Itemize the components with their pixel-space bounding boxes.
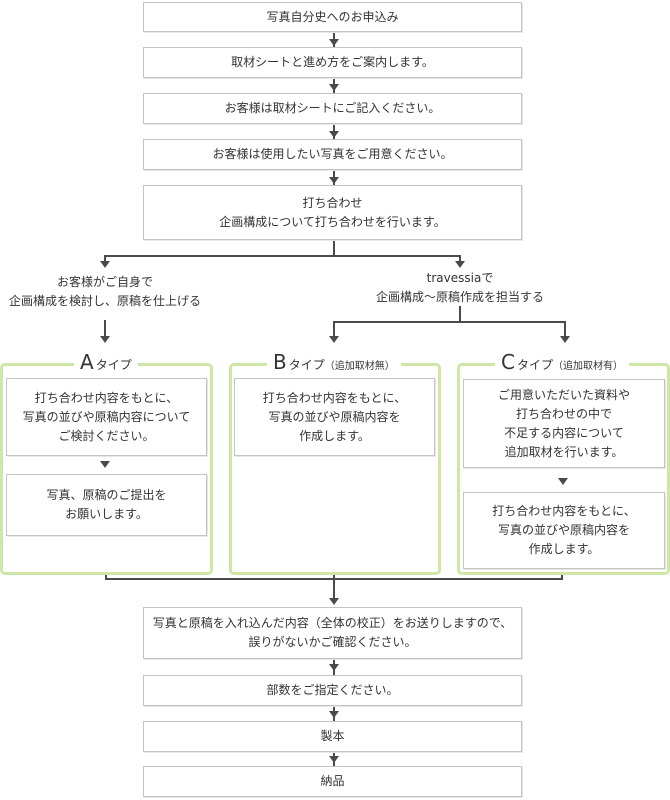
connector-b-drop (333, 321, 335, 340)
branch-label-self: お客様がご自身で 企画構成を検討し、原稿を仕上げる (5, 273, 205, 311)
branch-text: お客様がご自身で (56, 275, 153, 289)
connector-a-drop (104, 320, 106, 340)
arrow-down-icon (329, 84, 339, 91)
step-text: 部数をご指定ください。 (266, 683, 399, 697)
connector-c-drop (564, 321, 566, 340)
arrow-down-icon (329, 177, 339, 184)
panel-text: 打ち合わせ内容をもとに、 (34, 390, 179, 405)
panel-text: 不足する内容について (504, 425, 624, 440)
panel-b-label: B タイプ （追加取材無） (267, 350, 401, 374)
panel-text: 作成します。 (528, 542, 600, 556)
step-text: 製本 (320, 729, 345, 743)
panel-text: 打ち合わせ内容をもとに、 (492, 504, 636, 518)
branch-text: 企画構成を検討し、原稿を仕上げる (8, 294, 201, 308)
panel-text: ご検討ください。 (58, 428, 155, 443)
panel-text: ご用意いただいた資料や (497, 387, 630, 402)
arrow-down-icon (100, 261, 110, 268)
step-specify-copies: 部数をご指定ください。 (143, 675, 522, 706)
panel-text: お願いします。 (65, 507, 148, 521)
step-text: 打ち合わせ (302, 195, 363, 210)
arrow-down-icon (329, 131, 339, 138)
arrow-down-icon (329, 336, 339, 343)
connector-right-drop (459, 255, 461, 264)
step-binding: 製本 (143, 721, 522, 752)
panel-text: 写真の並びや原稿内容について (22, 409, 191, 424)
panel-c-additional-interview: ご用意いただいた資料や 打ち合わせの中で 不足する内容について 追加取材を行いま… (463, 379, 665, 468)
step-text: 写真自分史へのお申込み (266, 9, 399, 24)
connector-merge-horizontal (105, 578, 563, 580)
connector-bc-horizontal (333, 321, 566, 323)
panel-text: 写真の並びや原稿内容を (268, 409, 401, 424)
branch-text: travessiaで (426, 271, 494, 285)
arrow-down-icon (100, 461, 110, 468)
panel-text: 追加取材を行います。 (504, 444, 624, 459)
panel-text: 打ち合わせの中で (515, 406, 612, 421)
step-fill-sheet: お客様は取材シートにご記入ください。 (143, 93, 522, 124)
arrow-down-icon (560, 336, 570, 343)
arrow-down-icon (329, 598, 339, 605)
connector-left-drop (104, 255, 106, 264)
panel-type: タイプ (288, 358, 325, 372)
step-guide: 取材シートと進め方をご案内します。 (143, 47, 522, 78)
arrow-down-icon (329, 664, 339, 671)
arrow-down-icon (455, 261, 465, 268)
panel-c-label: C タイプ （追加取材有） (495, 350, 629, 374)
panel-type: タイプ (516, 358, 553, 372)
step-proofreading: 写真と原稿を入れ込んだ内容（全体の校正）をお送りしますので、 誤りがないかご確認… (143, 607, 522, 659)
panel-text: 写真、原稿のご提出を (46, 488, 167, 502)
step-text: 納品 (320, 774, 345, 788)
step-application: 写真自分史へのお申込み (143, 2, 522, 32)
step-text: 写真と原稿を入れ込んだ内容（全体の校正）をお送りしますので、 (152, 616, 513, 630)
step-text: 取材シートと進め方をご案内します。 (231, 55, 434, 69)
arrow-down-icon (329, 39, 339, 46)
panel-letter: A (80, 350, 94, 374)
panel-c-create: 打ち合わせ内容をもとに、 写真の並びや原稿内容を 作成します。 (463, 492, 665, 569)
step-text: 企画構成について打ち合わせを行います。 (219, 214, 446, 229)
arrow-down-icon (558, 478, 568, 485)
arrow-down-icon (329, 756, 339, 763)
connector-right-stem (459, 306, 461, 323)
connector-branch-stem (333, 240, 335, 256)
panel-a-submit: 写真、原稿のご提出を お願いします。 (6, 474, 207, 536)
panel-type: タイプ (95, 358, 132, 372)
step-meeting: 打ち合わせ 企画構成について打ち合わせを行います。 (143, 185, 522, 240)
step-text: お客様は使用したい写真をご用意ください。 (212, 147, 453, 161)
step-text: 誤りがないかご確認ください。 (248, 635, 417, 649)
panel-letter: C (501, 350, 515, 374)
panel-text: 打ち合わせ内容をもとに、 (262, 390, 407, 405)
arrow-down-icon (329, 711, 339, 718)
step-text: お客様は取材シートにご記入ください。 (224, 101, 441, 115)
step-delivery: 納品 (143, 766, 522, 797)
panel-b-create: 打ち合わせ内容をもとに、 写真の並びや原稿内容を 作成します。 (234, 378, 435, 456)
panel-letter: B (273, 350, 287, 374)
branch-label-travessia: travessiaで 企画構成～原稿作成を担当する (360, 269, 560, 307)
panel-a-label: A タイプ (74, 350, 138, 374)
panel-text: 写真の並びや原稿内容を (497, 523, 630, 537)
branch-text: 企画構成～原稿作成を担当する (375, 290, 544, 304)
arrow-down-icon (100, 336, 110, 343)
step-prepare-photos: お客様は使用したい写真をご用意ください。 (143, 139, 522, 170)
panel-text: 作成します。 (299, 428, 370, 443)
panel-a-review: 打ち合わせ内容をもとに、 写真の並びや原稿内容について ご検討ください。 (6, 378, 207, 456)
connector-branch-horizontal (104, 255, 461, 257)
panel-subtitle: （追加取材無） (324, 361, 395, 372)
panel-subtitle: （追加取材有） (552, 361, 623, 372)
